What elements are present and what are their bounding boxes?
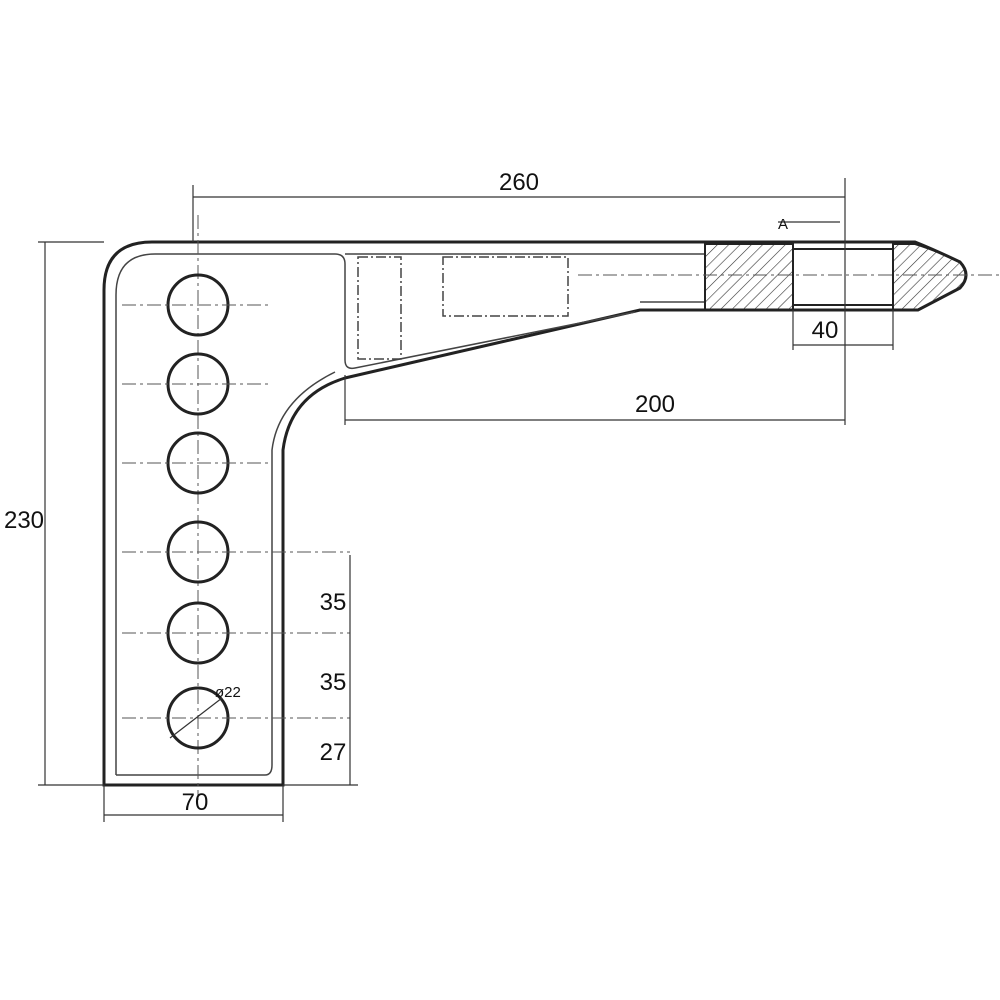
part-inner-bottom — [116, 371, 336, 776]
dim-overall-height: 230 — [4, 507, 44, 534]
dim-hole-diameter: ø22 — [215, 684, 241, 701]
hidden-slot-left — [357, 256, 402, 360]
dim-hole-pitch-2: 35 — [320, 669, 347, 696]
dim-overall-length: 260 — [499, 169, 539, 196]
dim-bore-length: 40 — [812, 317, 839, 344]
holes — [122, 273, 350, 750]
section-hatch-left — [704, 243, 794, 311]
dimension-lines — [38, 178, 894, 822]
section-hatch-right — [892, 243, 967, 311]
dim-bottom-offset: 27 — [320, 739, 347, 766]
dim-hole-pitch-1: 35 — [320, 589, 347, 616]
part-inner-outline — [115, 253, 636, 775]
dim-arm-length: 200 — [635, 391, 675, 418]
section-marker: A — [778, 216, 788, 233]
dim-base-width: 70 — [182, 789, 209, 816]
hidden-slot-right — [442, 256, 569, 317]
bore — [792, 248, 894, 306]
